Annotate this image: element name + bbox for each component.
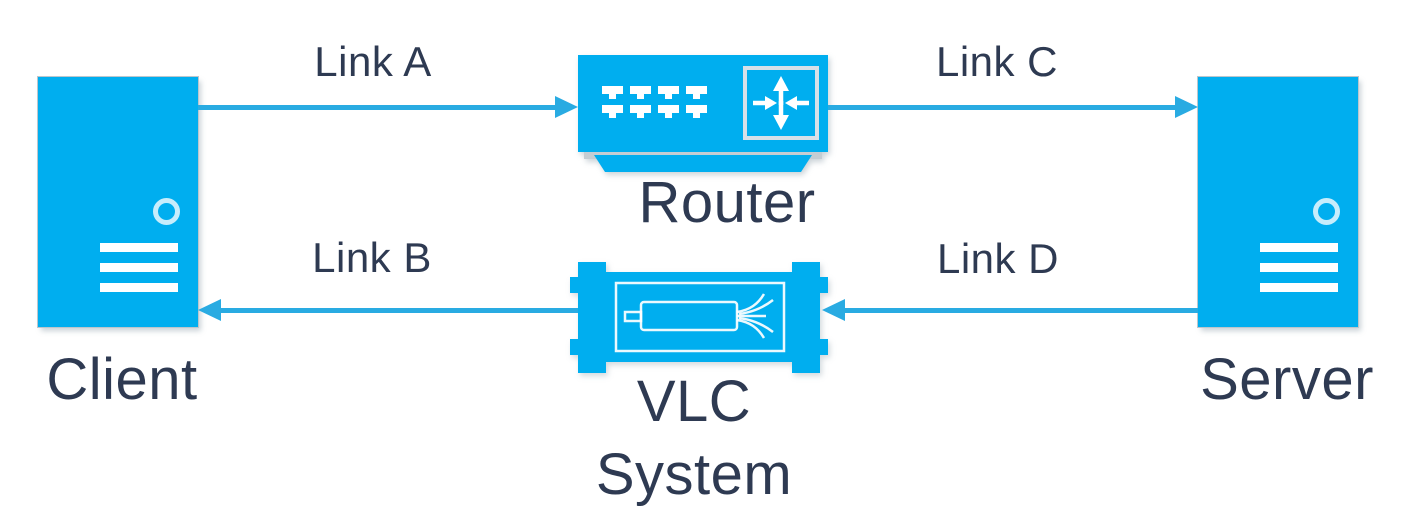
- link-d-arrowhead-icon: [822, 299, 845, 321]
- link-c-label: Link C: [935, 38, 1059, 85]
- client-label: Client: [46, 347, 198, 412]
- router-base: [594, 155, 812, 172]
- vent-line: [1260, 283, 1338, 292]
- vent-line: [100, 243, 178, 252]
- fiber-optic-device-icon: [570, 262, 828, 373]
- link-b-arrowhead-icon: [198, 299, 221, 321]
- vlc-inner-outline: [614, 281, 786, 353]
- vlc-body: [604, 272, 796, 362]
- router-label: Router: [638, 170, 816, 235]
- routing-arrows-icon: [743, 66, 819, 140]
- server-label: Server: [1200, 347, 1374, 412]
- link-b-line: [221, 308, 578, 313]
- vlc-right-endcap: [792, 262, 828, 373]
- vent-line: [100, 283, 178, 292]
- link-d-label: Link D: [936, 235, 1060, 282]
- power-button-icon: [1313, 198, 1340, 225]
- router-icon: [578, 55, 828, 172]
- server-tower-icon: [1198, 77, 1358, 327]
- client-tower-icon: [38, 77, 198, 327]
- ethernet-ports-icon: [602, 86, 707, 118]
- link-b-label: Link B: [312, 234, 432, 281]
- vlc-label-line1: VLC: [636, 369, 752, 434]
- vent-line: [1260, 243, 1338, 252]
- vent-line: [100, 263, 178, 272]
- link-a-label: Link A: [314, 38, 432, 85]
- link-a-arrowhead-icon: [555, 96, 578, 118]
- power-button-icon: [153, 198, 180, 225]
- link-a-line: [198, 105, 555, 110]
- link-c-line: [828, 105, 1175, 110]
- link-c-arrowhead-icon: [1175, 96, 1198, 118]
- fiber-cable-icon: [623, 293, 774, 339]
- link-d-line: [845, 308, 1198, 313]
- vlc-left-endcap: [570, 262, 606, 373]
- vlc-label-line2: System: [595, 442, 793, 507]
- vent-line: [1260, 263, 1338, 272]
